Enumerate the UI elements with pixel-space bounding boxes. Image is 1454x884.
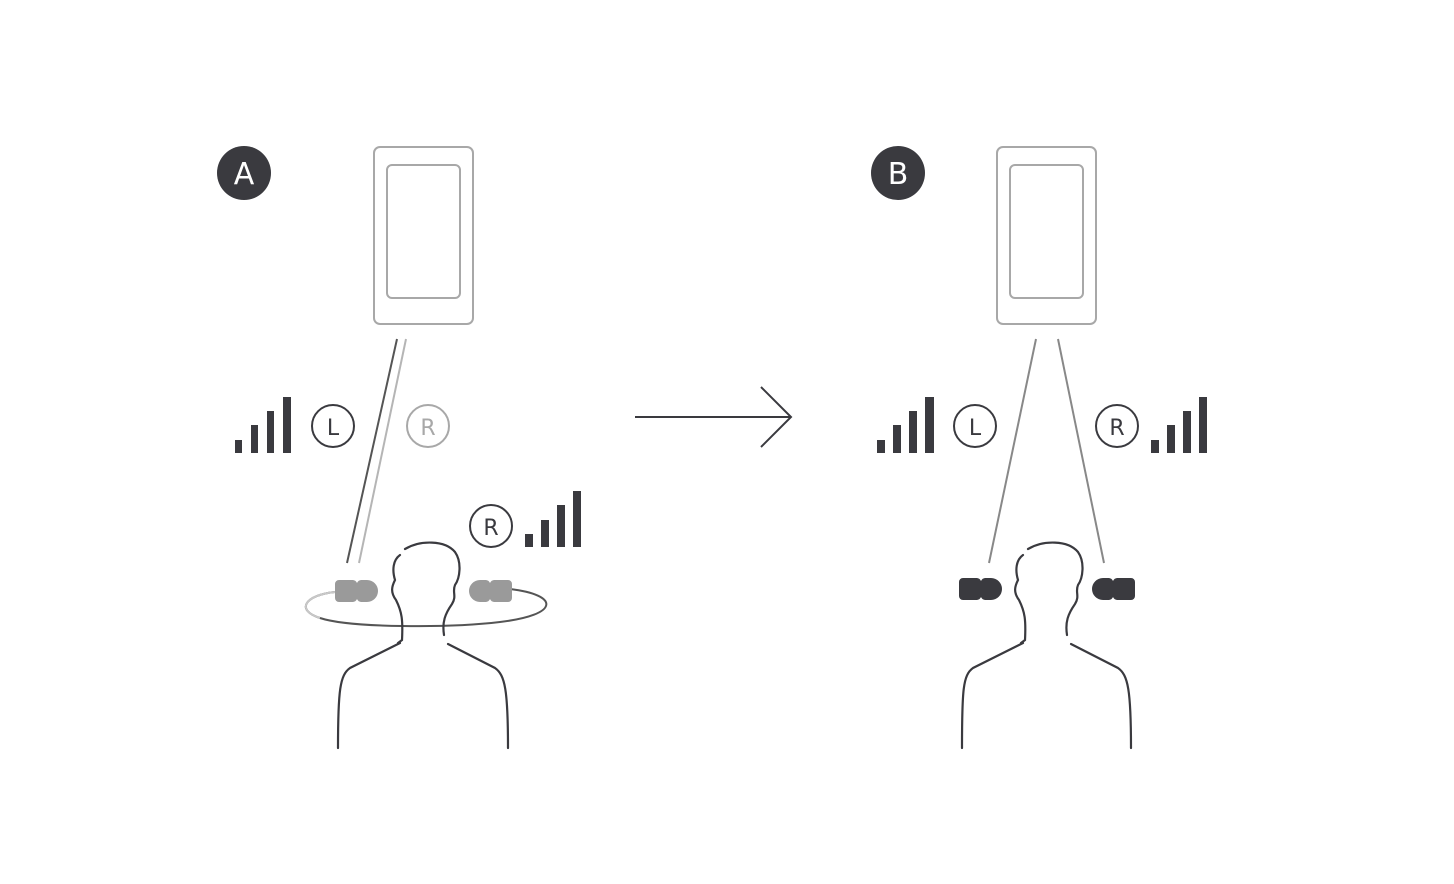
connection-line-left [988,338,1037,564]
earbud-left-icon [335,580,378,602]
left-channel-badge: L [311,404,355,448]
earbud-right-icon [1092,578,1135,600]
person-silhouette [960,541,1133,750]
right-channel-badge: R [1095,404,1139,448]
smartphone-icon [996,146,1097,325]
earbud-right-icon [469,580,512,602]
right-channel-badge-relay: R [469,504,513,548]
person-silhouette [336,541,510,750]
left-channel-badge: L [953,404,997,448]
svg-text:L: L [969,416,982,441]
svg-text:L: L [327,416,340,441]
svg-text:R: R [1109,416,1124,441]
panel-a: A L R R [217,146,581,750]
panel-b: B L R [871,146,1207,750]
smartphone-icon [373,146,474,325]
svg-text:R: R [483,516,498,541]
connection-line-right [1057,338,1105,564]
arrow-right-icon [635,386,793,448]
signal-bars-icon-left [877,397,934,453]
signal-bars-icon-left [235,397,291,453]
svg-text:R: R [420,416,435,441]
signal-bars-icon-relay [525,491,581,547]
badge-b-label: B [888,157,909,192]
badge-a-label: A [234,157,255,192]
earbud-left-icon [959,578,1002,600]
right-channel-badge-faded: R [406,404,450,448]
badge-a: A [217,146,271,200]
signal-bars-icon-right [1151,397,1207,453]
connection-line-left [346,338,407,564]
badge-b: B [871,146,925,200]
